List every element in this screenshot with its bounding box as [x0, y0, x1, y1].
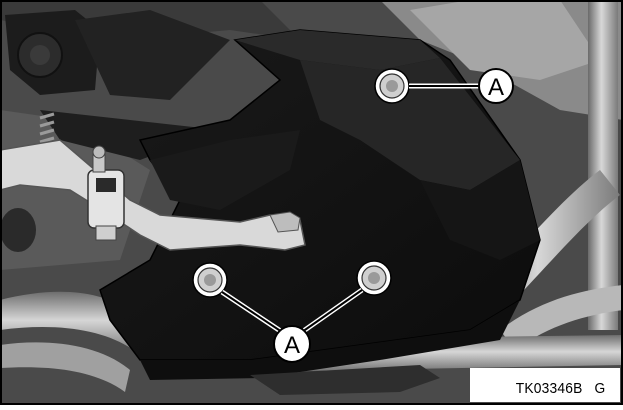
callout-a-upper-label: A	[488, 74, 504, 101]
figure-view-letter: G	[594, 380, 605, 397]
callout-a-upper: A	[479, 69, 513, 103]
figure-code: TK03346B G	[515, 380, 605, 397]
upper-bolt	[375, 69, 409, 103]
callout-a-lower-label: A	[284, 332, 300, 359]
frame-tube-right	[588, 0, 618, 330]
lower-right-bolt	[357, 261, 391, 295]
lower-left-bolt	[193, 263, 227, 297]
figure-code-id: TK03346B	[515, 380, 582, 397]
callout-a-lower: A	[274, 326, 310, 362]
